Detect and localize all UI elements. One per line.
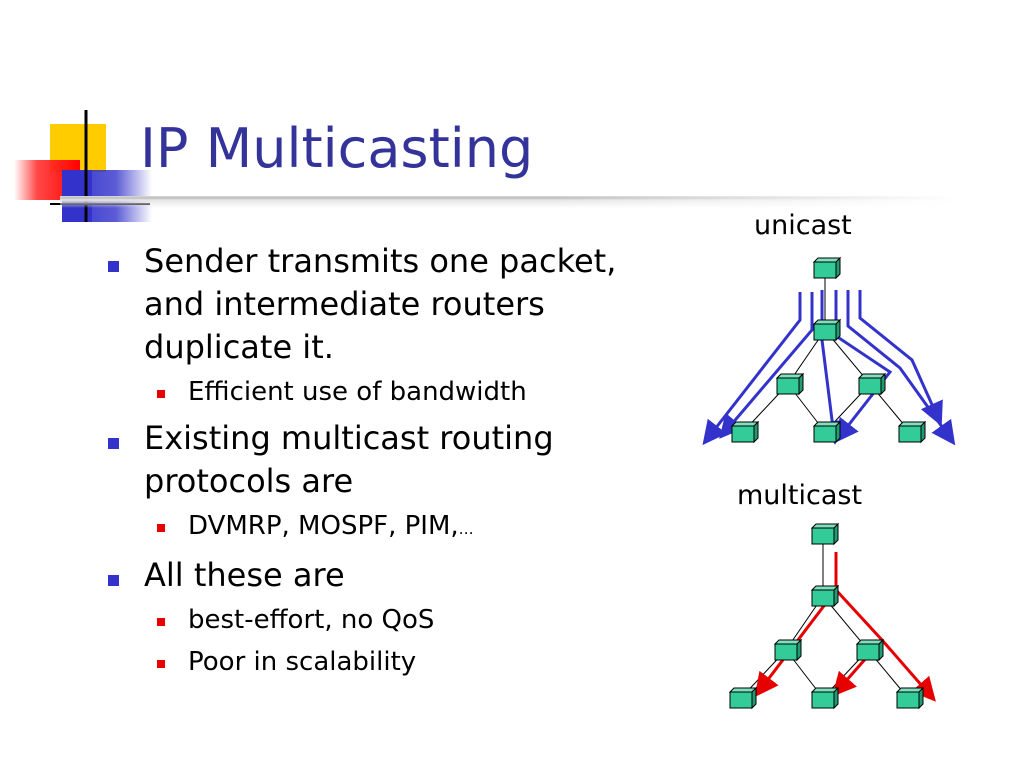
router-node-side — [796, 638, 802, 662]
sub-bullet-text: Poor in scalability — [188, 647, 417, 677]
bullet-text-line: and intermediate routers — [144, 285, 545, 323]
router-node-side — [880, 372, 886, 396]
unicast-label: unicast — [754, 210, 852, 241]
bullet-square-icon — [108, 575, 119, 586]
bullet-square-icon — [108, 261, 119, 272]
bullet-list: Sender transmits one packet, and interme… — [100, 240, 680, 687]
router-node-side — [835, 318, 841, 342]
sub-bullet-text: DVMRP, MOSPF, PIM, — [188, 511, 459, 541]
router-node-side — [751, 686, 757, 710]
slide-title: IP Multicasting — [140, 117, 534, 180]
router-node-icon — [858, 377, 882, 395]
bullet-item: Existing multicast routing protocols are… — [100, 417, 680, 550]
bullet-text-line: protocols are — [144, 462, 354, 500]
router-node-icon — [896, 691, 920, 709]
sub-bullet-item: Poor in scalability — [144, 641, 680, 683]
router-node-side — [835, 420, 841, 444]
sub-bullet-list: DVMRP, MOSPF, PIM,… — [144, 505, 680, 550]
unicast-stream-arrow — [846, 290, 956, 446]
router-node-side — [835, 256, 841, 280]
sub-bullet-item: Efficient use of bandwidth — [144, 371, 680, 413]
router-node-icon — [774, 643, 798, 661]
router-node-icon — [731, 425, 755, 443]
router-node-icon — [856, 643, 880, 661]
router-node-side — [918, 686, 924, 710]
sub-bullet-item: DVMRP, MOSPF, PIM,… — [144, 505, 680, 550]
router-node-side — [833, 522, 839, 546]
multicast-stream-arrow — [880, 639, 936, 702]
router-node-icon — [813, 425, 837, 443]
bullet-text-line: All these are — [144, 556, 345, 594]
sub-bullet-list: Efficient use of bandwidth — [144, 371, 680, 413]
router-node-side — [833, 584, 839, 608]
bullet-text-line: Existing multicast routing — [144, 419, 554, 457]
router-node-side — [920, 420, 926, 444]
unicast-stream-arrow — [834, 290, 893, 444]
title-divider — [60, 196, 960, 208]
router-node-side — [833, 686, 839, 710]
multicast-label: multicast — [737, 480, 863, 511]
bullet-item: Sender transmits one packet, and interme… — [100, 240, 680, 413]
sub-bullet-square-icon — [157, 390, 165, 398]
bullet-text-line: duplicate it. — [144, 328, 334, 366]
router-node-icon — [811, 527, 835, 545]
router-node-icon — [898, 425, 922, 443]
unicast-stream-arrow — [858, 290, 943, 427]
sub-bullet-square-icon — [157, 524, 165, 532]
unicast-stream-arrow — [820, 290, 845, 445]
bullet-text-line: Sender transmits one packet, — [144, 242, 617, 280]
router-node-icon — [811, 691, 835, 709]
sub-bullet-square-icon — [157, 618, 165, 626]
multicast-stream-arrow — [754, 552, 838, 698]
sub-bullet-text: Efficient use of bandwidth — [188, 377, 527, 407]
router-node-side — [798, 372, 804, 396]
router-node-side — [753, 420, 759, 444]
router-node-icon — [811, 589, 835, 607]
router-node-icon — [813, 261, 837, 279]
bullet-square-icon — [108, 438, 119, 449]
router-node-icon — [776, 377, 800, 395]
bullet-item: All these are best-effort, no QoS Poor i… — [100, 554, 680, 683]
ellipsis: … — [458, 520, 476, 538]
sub-bullet-text: best-effort, no QoS — [188, 605, 435, 635]
router-node-side — [878, 638, 884, 662]
router-node-icon — [813, 323, 837, 341]
router-node-icon — [729, 691, 753, 709]
sub-bullet-item: best-effort, no QoS — [144, 599, 680, 641]
sub-bullet-square-icon — [157, 660, 165, 668]
unicast-stream-arrow — [719, 292, 814, 439]
unicast-stream-arrow — [702, 292, 802, 446]
sub-bullet-list: best-effort, no QoS Poor in scalability — [144, 599, 680, 683]
